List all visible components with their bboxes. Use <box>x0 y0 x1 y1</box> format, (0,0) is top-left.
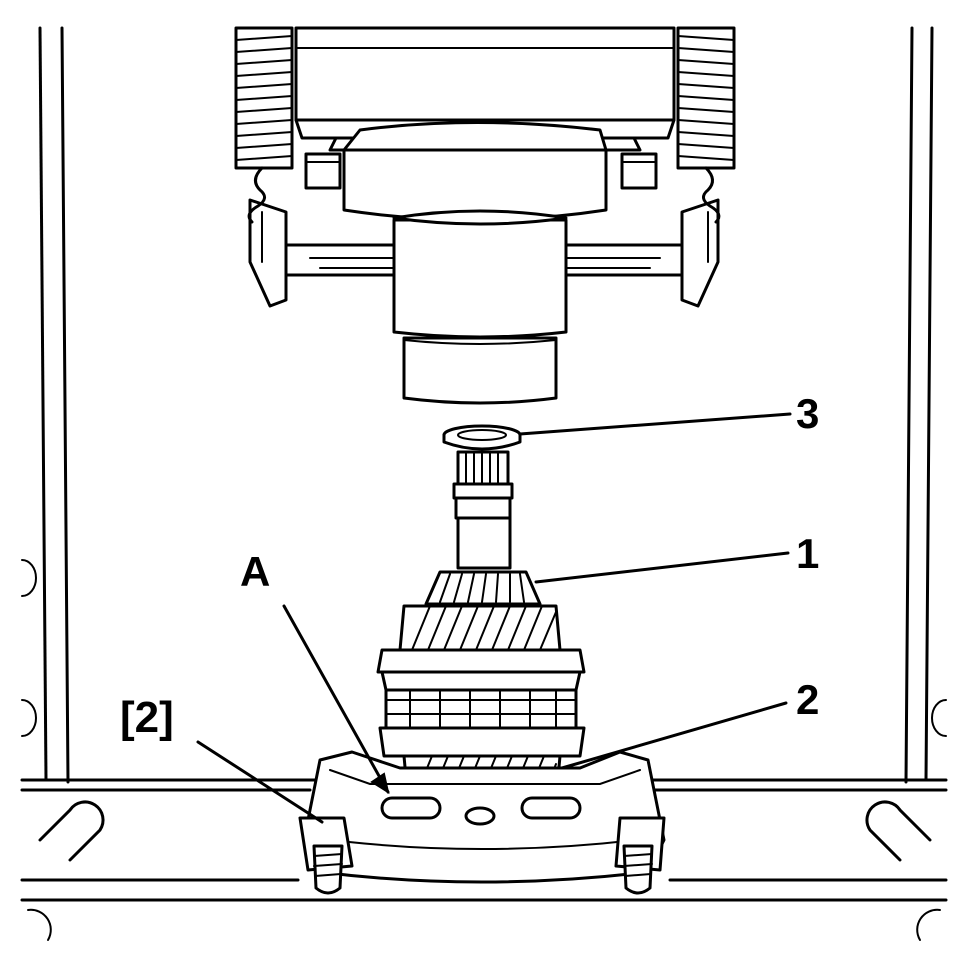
callout-tool-2: [2] <box>120 693 174 742</box>
leader-lines <box>196 412 792 824</box>
leader-1 <box>534 551 790 584</box>
press-frame <box>20 26 948 941</box>
callout-3: 3 <box>796 390 819 437</box>
right-spring <box>676 26 736 224</box>
leader-a-arrowhead <box>370 772 390 795</box>
callout-1: 1 <box>796 530 819 577</box>
leader-3 <box>518 412 792 436</box>
support-tool <box>298 750 666 895</box>
callout-a: A <box>240 548 270 595</box>
left-spring <box>234 26 294 224</box>
callout-labels: 3 1 2 A [2] <box>120 390 819 742</box>
callout-2: 2 <box>796 676 819 723</box>
press-ram <box>248 26 720 405</box>
part-3-ring <box>442 424 522 451</box>
leader-tool-2 <box>196 740 324 824</box>
leader-a <box>282 604 390 794</box>
gear-shaft <box>424 450 542 606</box>
leader-2 <box>560 701 788 770</box>
